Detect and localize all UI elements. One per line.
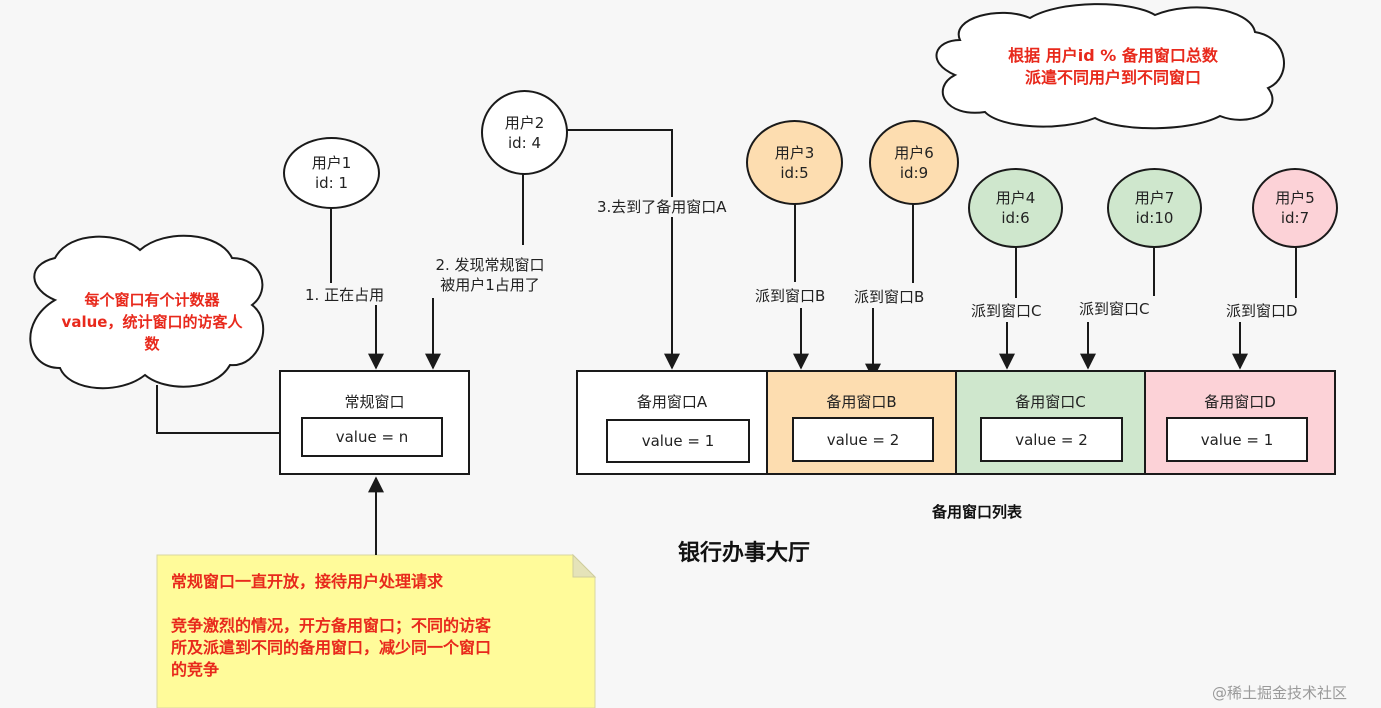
user5-name: 用户5	[1275, 189, 1315, 207]
cloud-right-line1: 根据 用户id % 备用窗口总数	[1008, 46, 1218, 65]
user4-name: 用户4	[995, 189, 1036, 207]
cloud-right-line2: 派遣不同用户到不同窗口	[1024, 68, 1201, 87]
user1-node: 用户1 id: 1	[283, 137, 380, 209]
backup-window-a: 备用窗口A value = 1	[576, 370, 768, 475]
cloud-left-line1: 每个窗口有个计数器	[84, 291, 220, 309]
note-shape	[156, 554, 596, 708]
user5-id: id:7	[1280, 209, 1310, 227]
note-line2: 竞争激烈的情况，开方备用窗口；不同的访客	[171, 616, 492, 635]
label-occupy: 1. 正在占用	[305, 285, 385, 305]
user3-name: 用户3	[774, 143, 815, 162]
backup-window-c-value: value = 2	[980, 417, 1123, 462]
backup-window-d-title: 备用窗口D	[1204, 393, 1276, 411]
cloud-left-line3: 数	[144, 335, 160, 353]
note-fold	[572, 553, 597, 578]
label-to-d: 派到窗口D	[1226, 301, 1298, 321]
backup-window-c: 备用窗口C value = 2	[955, 370, 1146, 475]
regular-window-title: 常规窗口	[344, 393, 405, 411]
backup-window-b-value: value = 2	[792, 417, 934, 462]
label-to-c1: 派到窗口C	[971, 301, 1042, 321]
user7-id: id:10	[1135, 209, 1174, 227]
label-went: 3.去到了备用窗口A	[597, 197, 727, 217]
cloud-left-text: 每个窗口有个计数器 value，统计窗口的访客人 数	[34, 289, 270, 355]
edge-user2-backupA	[566, 129, 680, 370]
backup-list-label: 备用窗口列表	[932, 503, 1023, 521]
backup-window-b-title: 备用窗口B	[826, 393, 897, 411]
note-text: 常规窗口一直开放，接待用户处理请求 竞争激烈的情况，开方备用窗口；不同的访客 所…	[171, 571, 591, 681]
cloud-right-shape	[935, 3, 1285, 130]
label-to-b2: 派到窗口B	[854, 287, 925, 307]
user6-node: 用户6 id:9	[869, 120, 959, 205]
user2-node: 用户2 id: 4	[481, 90, 568, 175]
note-line3: 所及派遣到不同的备用窗口，减少同一个窗口	[171, 638, 492, 657]
watermark: @稀土掘金技术社区	[1212, 684, 1348, 702]
user1-id: id: 1	[314, 174, 349, 192]
user6-id: id:9	[899, 163, 929, 182]
note-line1: 常规窗口一直开放，接待用户处理请求	[171, 572, 444, 591]
user6-name: 用户6	[894, 143, 934, 162]
regular-window: 常规窗口 value = n	[279, 370, 470, 475]
cloud-right-text: 根据 用户id % 备用窗口总数 派遣不同用户到不同窗口	[968, 45, 1258, 89]
user2-name: 用户2	[504, 113, 545, 132]
note-line4: 的竞争	[171, 660, 220, 679]
label-to-b1: 派到窗口B	[755, 286, 826, 306]
user7-name: 用户7	[1134, 189, 1175, 207]
user3-id: id:5	[780, 163, 809, 182]
user7-node: 用户7 id:10	[1107, 168, 1202, 248]
user1-name: 用户1	[311, 154, 352, 172]
user2-id: id: 4	[507, 133, 542, 152]
label-to-c2: 派到窗口C	[1079, 299, 1150, 319]
backup-window-a-title: 备用窗口A	[636, 393, 708, 411]
cloud-left-line2: value，统计窗口的访客人	[61, 313, 243, 331]
label-found: 2. 发现常规窗口 被用户1占用了	[418, 255, 562, 295]
hall-label: 银行办事大厅	[678, 541, 811, 566]
backup-window-d: 备用窗口D value = 1	[1144, 370, 1336, 475]
label-found-line1: 2. 发现常规窗口	[435, 256, 545, 274]
backup-window-b: 备用窗口B value = 2	[766, 370, 957, 475]
backup-window-d-value: value = 1	[1166, 417, 1308, 462]
user3-node: 用户3 id:5	[746, 120, 843, 205]
cloud-left-shape	[29, 234, 265, 390]
user4-node: 用户4 id:6	[968, 168, 1063, 248]
label-found-line2: 被用户1占用了	[440, 276, 540, 294]
edge-cloud-left-regular	[156, 385, 300, 441]
user5-node: 用户5 id:7	[1252, 168, 1338, 248]
backup-window-c-title: 备用窗口C	[1015, 393, 1086, 411]
regular-window-value: value = n	[301, 417, 443, 457]
backup-window-a-value: value = 1	[606, 419, 750, 463]
user4-id: id:6	[1001, 209, 1030, 227]
